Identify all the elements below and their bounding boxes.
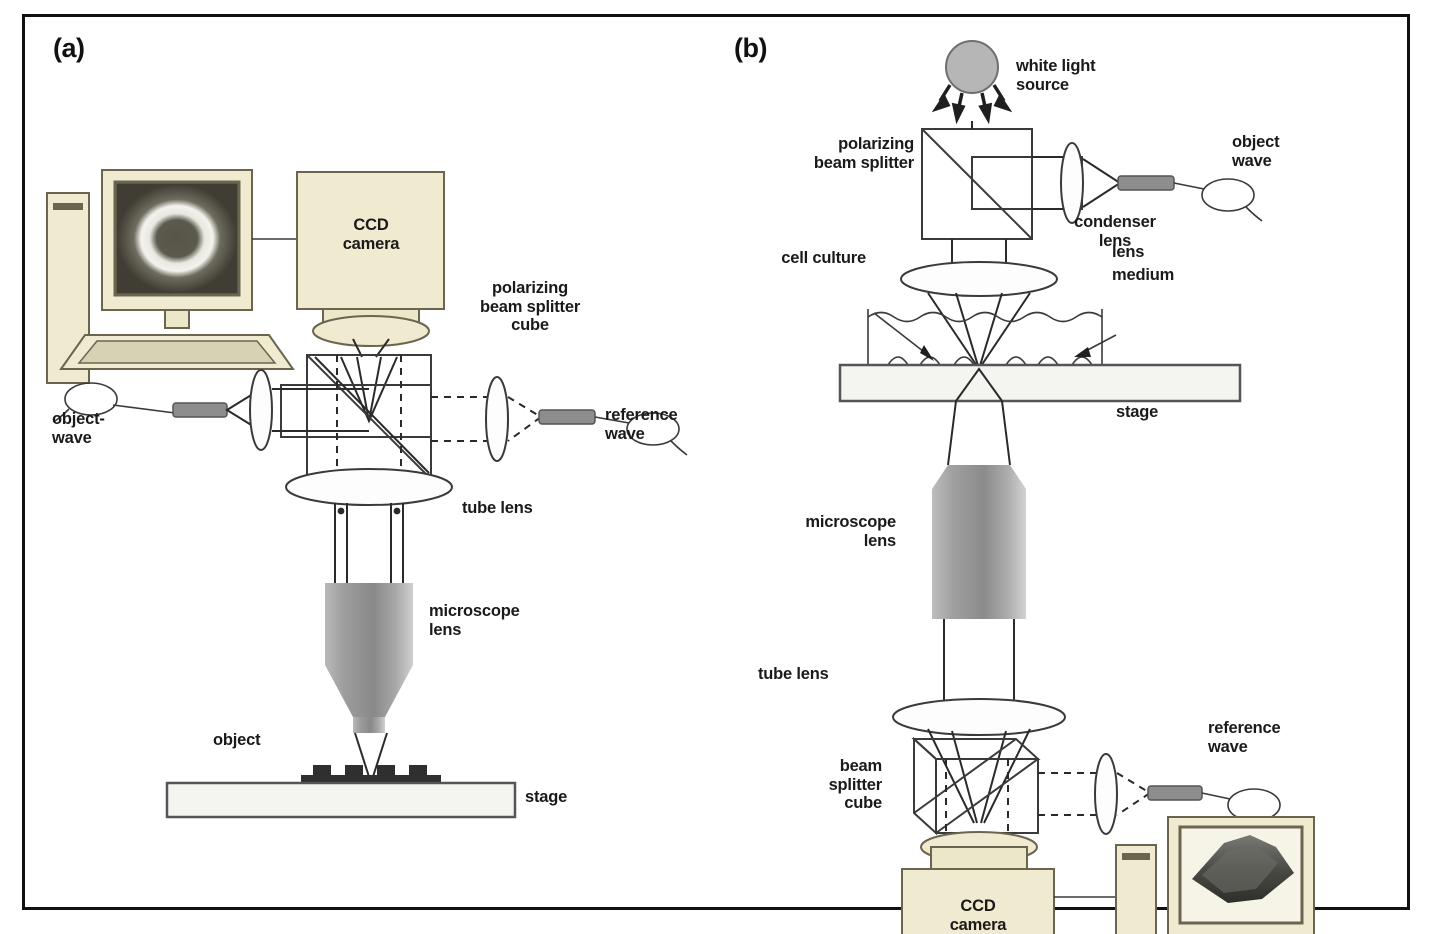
condenser-lens-b <box>900 261 1058 297</box>
object-wave-label-b: object wave <box>1232 133 1280 170</box>
reference-wave-fiber-b <box>1094 753 1289 835</box>
object-label-a: object <box>213 731 261 749</box>
monitor <box>59 169 295 370</box>
reference-beam-path <box>336 355 495 479</box>
panel-b: (b) <box>716 17 1407 934</box>
beam-objective-tubelens-b <box>943 619 1015 707</box>
beam-splitter-cube-label-b: beam splitter cube <box>828 757 883 812</box>
lens-label-b: lens <box>1112 243 1145 261</box>
object-wave-label-a: object- wave <box>52 410 105 447</box>
cell-culture-label-b: cell culture <box>781 249 866 267</box>
computer-tower-b <box>1115 844 1157 934</box>
ccd-camera-body <box>296 171 445 347</box>
object-wave-fiber-b <box>1032 142 1263 224</box>
polarizing-beam-splitter-label-b: polarizing beam splitter <box>813 135 914 172</box>
reference-wave-label-a: reference wave <box>605 406 678 443</box>
tube-lens <box>285 468 453 506</box>
panel-a: (a) <box>25 17 716 907</box>
panel-a-label: (a) <box>53 33 85 63</box>
medium-surface-b <box>867 311 1103 323</box>
leader-lines-b <box>867 309 1117 365</box>
reference-wave-fiber <box>485 376 688 462</box>
polarizing-beam-splitter-cube-label-a: polarizing beam splitter cube <box>479 279 581 334</box>
polarizing-beam-splitter-b <box>921 121 1083 275</box>
ccd-camera-body-b <box>901 831 1055 934</box>
collection-cone-b <box>947 367 1011 466</box>
beam-camera-cube <box>340 338 398 424</box>
tube-lens-b <box>892 698 1066 736</box>
figure-frame: (a) <box>22 14 1410 934</box>
reference-wave-label-b: reference wave <box>1208 719 1281 756</box>
microscope-lens-b <box>932 465 1026 619</box>
medium-label-b: medium <box>1112 266 1175 284</box>
stage-label-a: stage <box>525 788 568 806</box>
beam-tube-objective <box>334 503 404 583</box>
beam-splitter-cube-b <box>911 736 1041 836</box>
white-light-source-label-b: white light source <box>1016 57 1096 94</box>
cell-culture-b <box>887 356 1093 366</box>
white-light-source-lamp <box>931 40 1013 125</box>
tube-lens-label-b: tube lens <box>758 665 829 683</box>
stage-label-b: stage <box>1116 403 1159 421</box>
panel-a-graphics <box>46 169 688 819</box>
condenser-lens-label-b: condenser lens <box>1074 213 1156 250</box>
microscope-lens-a <box>325 583 413 733</box>
stage-b <box>838 363 1242 403</box>
polarizing-beam-splitter-cube <box>280 354 432 480</box>
reference-beam-path-b <box>945 759 1102 847</box>
object-structure <box>301 765 441 785</box>
microscope-lens-label-b: microscope lens <box>805 513 896 550</box>
tube-lens-label-a: tube lens <box>462 499 533 517</box>
panel-b-label: (b) <box>734 33 767 63</box>
stage-a <box>165 781 517 819</box>
object-beam-path <box>281 356 430 474</box>
microscope-lens-label-a: microscope lens <box>429 602 520 639</box>
monitor-b <box>1167 816 1315 934</box>
object-wave-fiber <box>54 369 281 451</box>
panel-b-graphics <box>838 40 1315 934</box>
